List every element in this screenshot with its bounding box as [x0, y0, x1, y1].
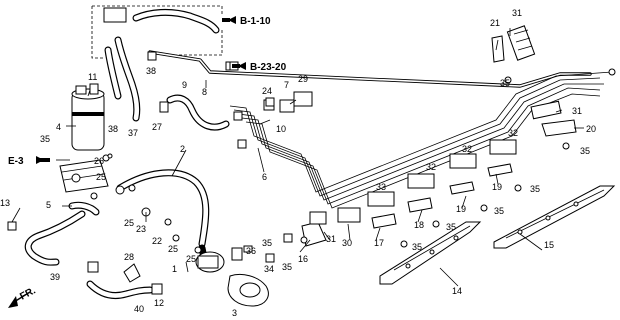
charcoal-canister	[71, 83, 105, 151]
callout-27: 27	[152, 122, 162, 132]
callout-labels: 1 2 3 4 5 6 7 8 9 10 11 12 13 14 15 16 1…	[0, 8, 596, 318]
hose-40	[86, 280, 154, 300]
callout-35b: 35	[580, 146, 590, 156]
callout-19a: 19	[456, 204, 466, 214]
callout-40: 40	[134, 304, 144, 314]
callout-35i: 35	[40, 134, 50, 144]
ref-b-1-10: B-1-10	[240, 16, 271, 27]
callout-15: 15	[544, 240, 554, 250]
callout-13: 13	[0, 198, 10, 208]
callout-35g: 35	[262, 238, 272, 248]
callout-37: 37	[128, 128, 138, 138]
callout-35a: 35	[500, 78, 510, 88]
callout-38b: 38	[108, 124, 118, 134]
skid-rail-14	[379, 221, 482, 285]
callout-1: 1	[172, 264, 177, 274]
ref-front-direction: FR.	[18, 285, 38, 302]
callout-6: 6	[262, 172, 267, 182]
callout-36: 36	[246, 246, 256, 256]
reference-arrows	[8, 16, 246, 308]
callout-33: 33	[376, 182, 386, 192]
callout-32c: 32	[462, 144, 472, 154]
leader-lines	[11, 28, 584, 287]
callout-3: 3	[232, 308, 237, 318]
fuel-pump-assembly	[195, 247, 269, 307]
callout-18: 18	[414, 220, 424, 230]
callout-38a: 38	[146, 66, 156, 76]
bolts-and-clips	[7, 7, 570, 295]
detail-box	[91, 5, 223, 59]
upper-hose	[132, 8, 220, 34]
tank-bracket	[59, 159, 109, 193]
callout-32b: 32	[426, 162, 436, 172]
callout-25d: 25	[186, 254, 196, 264]
callout-25b: 25	[124, 218, 134, 228]
callout-31b: 31	[572, 106, 582, 116]
callout-11: 11	[88, 72, 97, 82]
fuel-pipe-bundle	[148, 50, 616, 209]
callout-16: 16	[298, 254, 308, 264]
callout-25c: 25	[168, 244, 178, 254]
callout-34: 34	[264, 264, 274, 274]
callout-5: 5	[46, 200, 51, 210]
callout-35c: 35	[530, 184, 540, 194]
callout-4: 4	[56, 122, 61, 132]
callout-25a: 25	[96, 172, 106, 182]
callout-35h: 35	[282, 262, 292, 272]
callout-26: 26	[94, 156, 104, 166]
callout-28: 28	[124, 252, 134, 262]
ref-e-3: E-3	[8, 156, 24, 167]
hose-37	[104, 36, 141, 122]
callout-14: 14	[452, 286, 462, 296]
callout-7: 7	[284, 80, 289, 90]
callout-8: 8	[202, 87, 207, 97]
callout-35f: 35	[412, 242, 422, 252]
callout-39: 39	[50, 272, 60, 282]
callout-22: 22	[152, 236, 162, 246]
callout-19b: 19	[492, 182, 502, 192]
callout-35d: 35	[494, 206, 504, 216]
callout-35e: 35	[446, 222, 456, 232]
callout-17: 17	[374, 238, 384, 248]
hose-39	[24, 201, 100, 266]
callout-9: 9	[182, 80, 187, 90]
ref-b-23-20: B-23-20	[250, 62, 287, 73]
callout-21: 21	[490, 18, 500, 28]
callout-20: 20	[586, 124, 596, 134]
callout-30: 30	[342, 238, 352, 248]
callout-31a: 31	[512, 8, 522, 18]
callout-10: 10	[276, 124, 286, 134]
callout-24: 24	[262, 86, 272, 96]
callout-2: 2	[180, 144, 185, 154]
skid-rail-15	[493, 185, 616, 249]
callout-23: 23	[136, 224, 146, 234]
callout-32a: 32	[508, 128, 518, 138]
callout-12: 12	[154, 298, 164, 308]
callout-31c: 31	[326, 234, 336, 244]
hose-9	[166, 94, 230, 131]
callout-29: 29	[298, 74, 308, 84]
pipe-clamps	[147, 25, 577, 247]
